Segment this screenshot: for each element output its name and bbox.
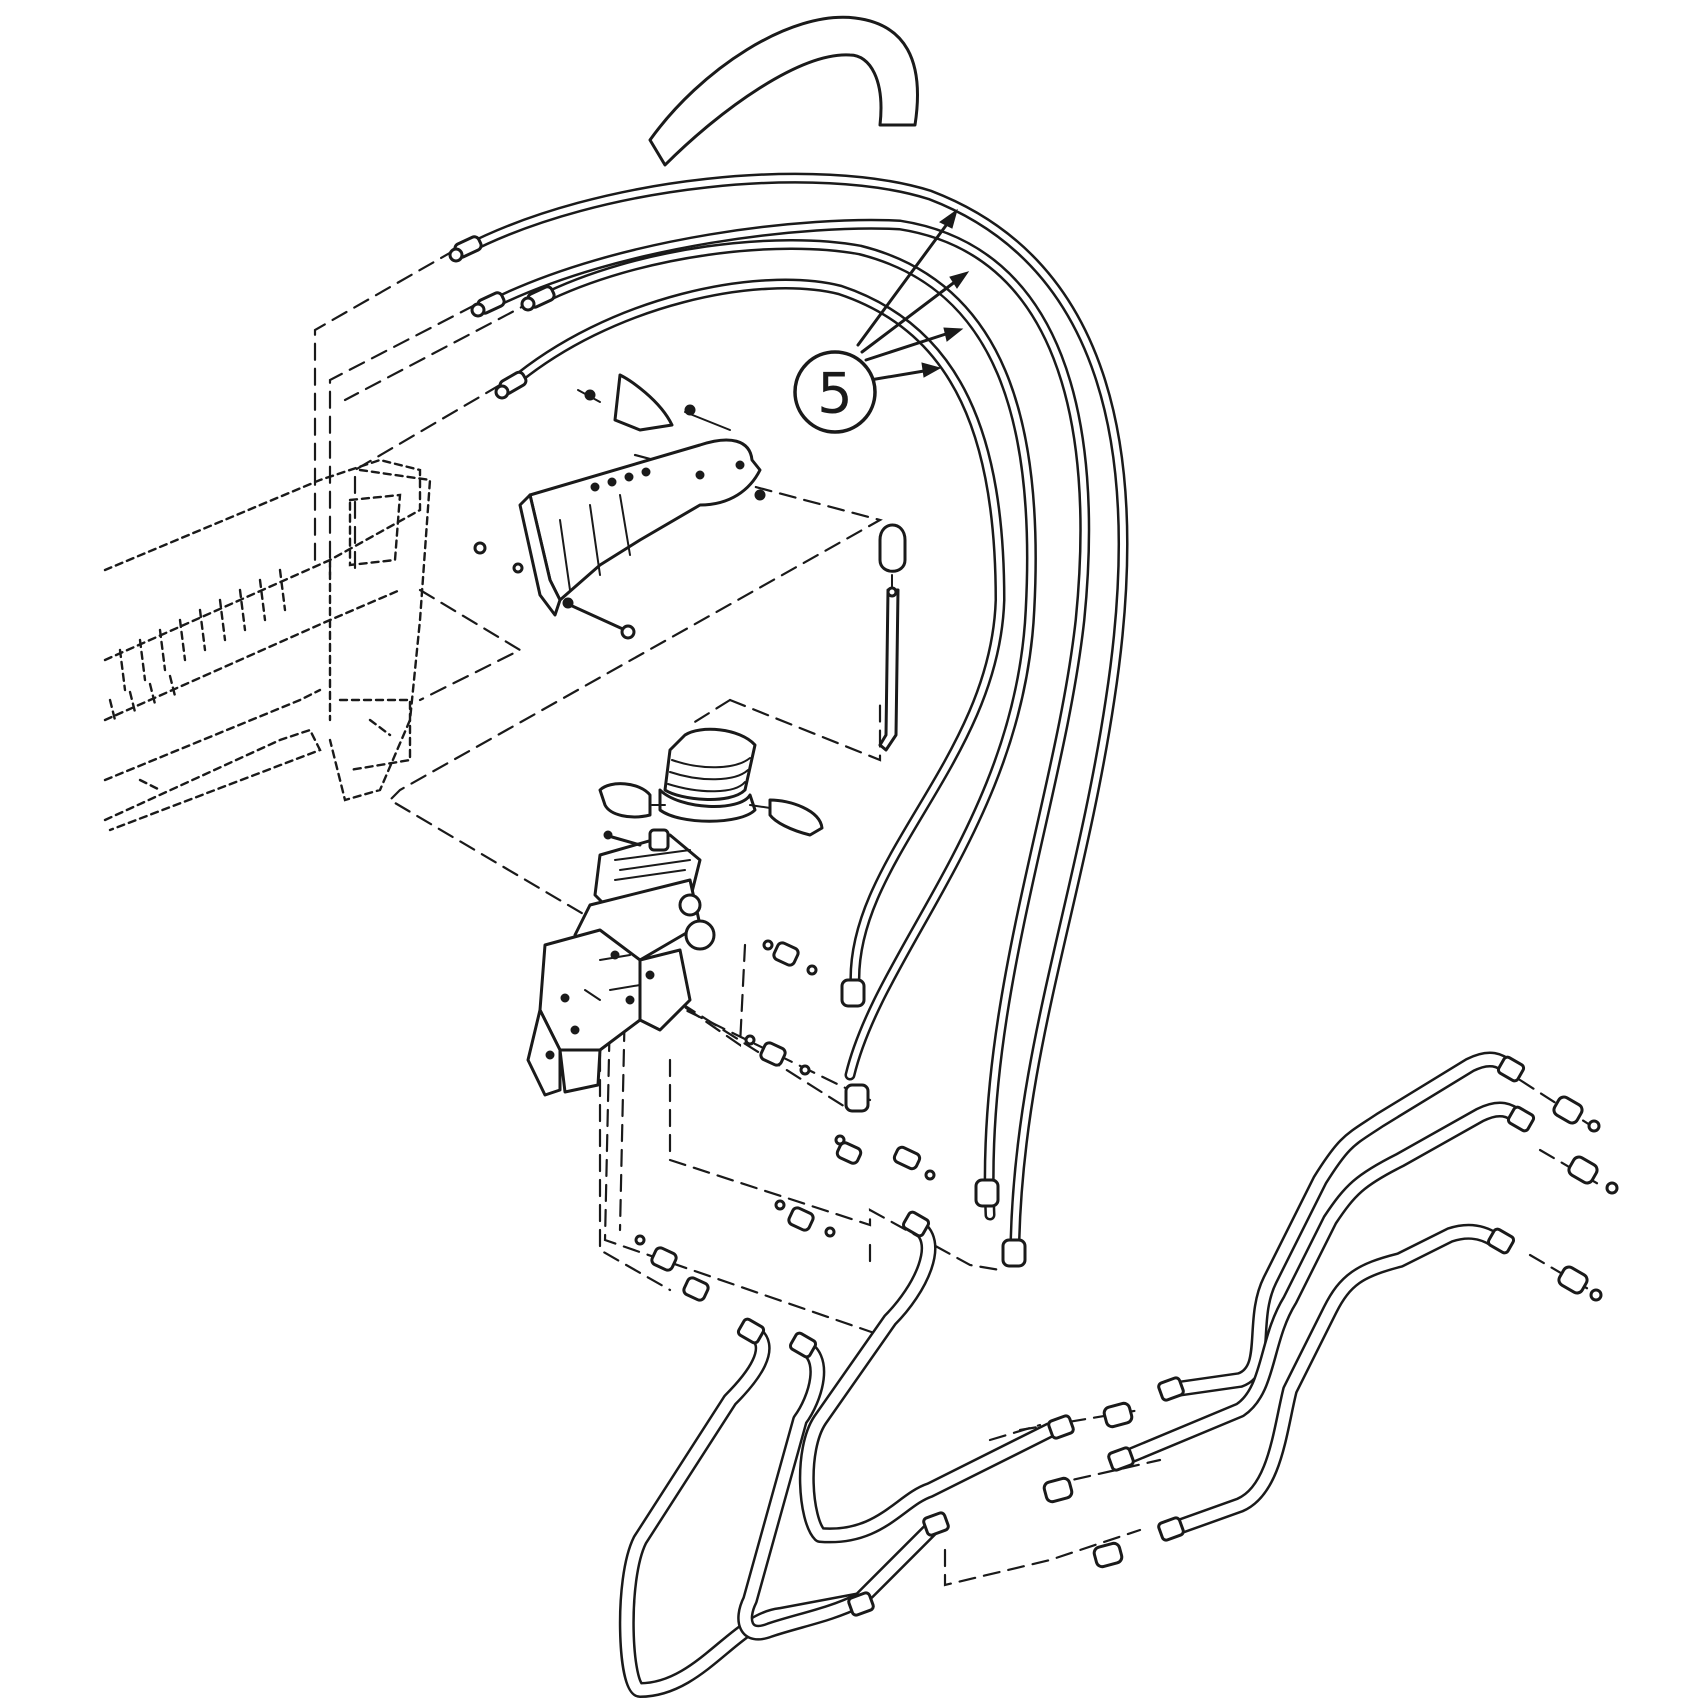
control-valve (526, 828, 716, 1097)
control-lever (878, 523, 907, 752)
return-hose (648, 15, 919, 167)
tube-nuts (736, 1055, 1619, 1617)
steel-tubes (618, 1051, 1528, 1698)
hydraulic-fitting-icon (470, 291, 506, 318)
hydraulic-fitting-icon (494, 370, 528, 400)
bracket-tab-icon (613, 373, 674, 432)
hydraulic-fitting-icon (834, 1134, 936, 1181)
exploded-view-leaders (313, 248, 1602, 1587)
callout-label: 5 (817, 362, 853, 427)
arrowhead-icon (921, 362, 942, 378)
arrowhead-icon (949, 271, 970, 289)
callout-5: 5 (793, 208, 970, 434)
clamp-right-icon (768, 798, 824, 837)
hydraulic-fitting-icon (774, 1199, 836, 1238)
callout-circle-icon (793, 350, 877, 434)
hydraulic-fitting-icon (840, 978, 1027, 1268)
hydraulic-fitting-icon (744, 1034, 811, 1076)
hydraulic-fitting-icon (634, 1234, 710, 1302)
hydraulic-hoses (459, 172, 1129, 1246)
mounting-bracket (473, 373, 766, 640)
tractor-frame-ghost (103, 458, 432, 832)
hose-end-fittings (448, 235, 1027, 1268)
hydraulic-fitting-icon (762, 939, 818, 976)
lever-knob-icon (878, 523, 907, 573)
arrowhead-icon (939, 208, 958, 229)
arrowhead-icon (943, 327, 964, 342)
port-fittings (634, 939, 936, 1302)
hydraulic-fitting-icon (1042, 1095, 1619, 1569)
hydraulic-fitting-icon (520, 285, 556, 312)
rubber-boot (598, 727, 824, 837)
hydraulic-fitting-icon (448, 235, 483, 263)
clamp-left-icon (598, 782, 652, 819)
